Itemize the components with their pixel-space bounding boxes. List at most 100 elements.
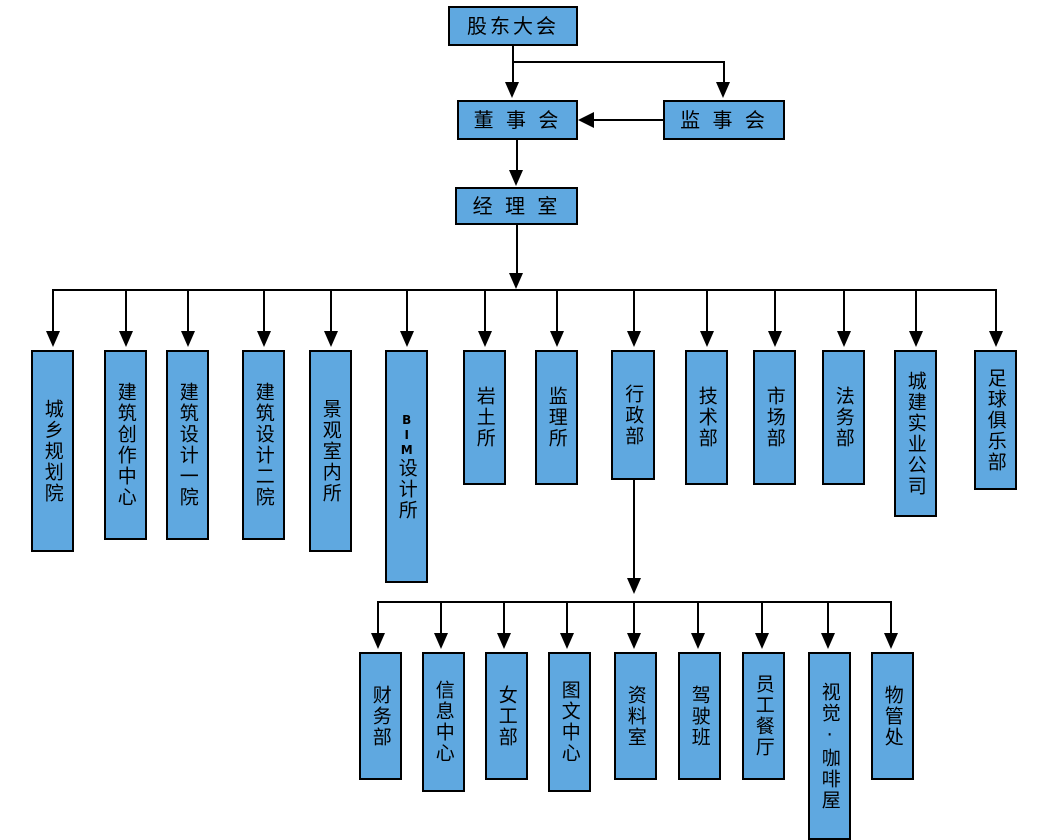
- node-sub-9[interactable]: 物管处: [871, 652, 914, 780]
- node-dept-13[interactable]: 城建实业公司: [894, 350, 937, 517]
- node-label: BIM设计所: [395, 412, 418, 521]
- node-label: 监理所: [545, 386, 568, 449]
- node-label: 股东大会: [467, 14, 559, 38]
- dept-stem-8: [556, 289, 558, 333]
- sub-arrow-6: [691, 633, 705, 649]
- connector-shareholders-stem: [512, 46, 514, 62]
- node-label: 景观室内所: [319, 398, 342, 504]
- node-label: 财务部: [369, 684, 392, 748]
- node-sub-2[interactable]: 信息中心: [422, 652, 465, 792]
- dept-arrow-8: [550, 331, 564, 347]
- node-label: 足球俱乐部: [984, 367, 1007, 473]
- dept-stem-13: [915, 289, 917, 333]
- node-sub-8[interactable]: 视觉·咖啡屋: [808, 652, 851, 840]
- dept-arrow-3: [181, 331, 195, 347]
- node-label: 建筑创作中心: [114, 382, 137, 508]
- node-label-latin: BIM: [399, 412, 414, 458]
- node-dept-14[interactable]: 足球俱乐部: [974, 350, 1017, 490]
- connector-manager-stem: [516, 225, 518, 275]
- dept-stem-14: [995, 289, 997, 333]
- node-board-of-directors[interactable]: 董 事 会: [457, 100, 578, 140]
- sub-stem-9: [890, 601, 892, 635]
- sub-arrow-8: [821, 633, 835, 649]
- node-label: 技术部: [695, 386, 718, 449]
- arrow-to-manager: [509, 170, 523, 186]
- sub-stem-2: [440, 601, 442, 635]
- dept-arrow-9: [627, 331, 641, 347]
- node-dept-3[interactable]: 建筑设计一院: [166, 350, 209, 540]
- connector-admin-stem: [633, 480, 635, 580]
- node-label: 监 事 会: [680, 108, 768, 132]
- node-sub-3[interactable]: 女工部: [485, 652, 528, 780]
- sub-stem-6: [697, 601, 699, 635]
- node-dept-5[interactable]: 景观室内所: [309, 350, 352, 552]
- node-label: 建筑设计一院: [176, 382, 199, 508]
- department-bus: [52, 289, 996, 291]
- sub-stem-8: [827, 601, 829, 635]
- dept-arrow-11: [768, 331, 782, 347]
- node-shareholders[interactable]: 股东大会: [448, 6, 578, 46]
- dept-arrow-13: [909, 331, 923, 347]
- node-label: 城乡规划院: [41, 398, 64, 504]
- node-dept-2[interactable]: 建筑创作中心: [104, 350, 147, 540]
- connector-board-to-manager: [516, 140, 518, 171]
- dept-stem-12: [843, 289, 845, 333]
- node-board-of-supervisors[interactable]: 监 事 会: [663, 100, 785, 140]
- sub-arrow-1: [371, 633, 385, 649]
- node-dept-8[interactable]: 监理所: [535, 350, 578, 485]
- node-label: 经 理 室: [472, 194, 561, 218]
- node-label: 驾驶班: [688, 684, 711, 748]
- sub-arrow-4: [560, 633, 574, 649]
- dept-arrow-10: [700, 331, 714, 347]
- node-label: 行政部: [622, 383, 645, 447]
- dept-arrow-5: [324, 331, 338, 347]
- sub-stem-5: [633, 601, 635, 635]
- node-dept-4[interactable]: 建筑设计二院: [242, 350, 285, 540]
- dept-stem-4: [263, 289, 265, 333]
- arrow-to-board: [505, 82, 519, 98]
- node-sub-4[interactable]: 图文中心: [548, 652, 591, 792]
- dept-arrow-4: [257, 331, 271, 347]
- node-label: 女工部: [495, 684, 518, 748]
- node-label: 董 事 会: [473, 108, 562, 132]
- node-label: 信息中心: [432, 680, 455, 764]
- dept-stem-6: [406, 289, 408, 333]
- sub-arrow-5: [627, 633, 641, 649]
- sub-stem-1: [377, 601, 379, 635]
- node-dept-7[interactable]: 岩土所: [463, 350, 506, 485]
- node-dept-10[interactable]: 技术部: [685, 350, 728, 485]
- arrow-admin-to-bus: [627, 578, 641, 594]
- node-label: 图文中心: [558, 680, 581, 764]
- node-dept-11[interactable]: 市场部: [753, 350, 796, 485]
- dept-arrow-1: [46, 331, 60, 347]
- node-sub-1[interactable]: 财务部: [359, 652, 402, 780]
- sub-arrow-9: [884, 633, 898, 649]
- node-sub-6[interactable]: 驾驶班: [678, 652, 721, 780]
- dept-arrow-6: [400, 331, 414, 347]
- node-dept-6[interactable]: BIM设计所: [385, 350, 428, 583]
- dept-arrow-7: [478, 331, 492, 347]
- dept-stem-10: [706, 289, 708, 333]
- dept-stem-7: [484, 289, 486, 333]
- node-label: 物管处: [881, 684, 904, 748]
- dept-arrow-2: [119, 331, 133, 347]
- node-sub-7[interactable]: 员工餐厅: [742, 652, 785, 780]
- dept-stem-3: [187, 289, 189, 333]
- node-manager-office[interactable]: 经 理 室: [455, 187, 578, 225]
- node-dept-12[interactable]: 法务部: [822, 350, 865, 485]
- arrow-to-supervisors: [716, 82, 730, 98]
- connector-supervisors-to-board: [594, 119, 663, 121]
- node-label: 建筑设计二院: [252, 382, 275, 508]
- dept-stem-1: [52, 289, 54, 333]
- sub-arrow-2: [434, 633, 448, 649]
- sub-stem-3: [503, 601, 505, 635]
- node-dept-1[interactable]: 城乡规划院: [31, 350, 74, 552]
- sub-stem-7: [761, 601, 763, 635]
- node-sub-5[interactable]: 资料室: [614, 652, 657, 780]
- node-dept-9[interactable]: 行政部: [611, 350, 655, 480]
- node-label: 城建实业公司: [904, 370, 927, 497]
- dept-stem-5: [330, 289, 332, 333]
- arrow-supervisors-to-board: [578, 112, 594, 128]
- node-label: 员工餐厅: [752, 674, 775, 758]
